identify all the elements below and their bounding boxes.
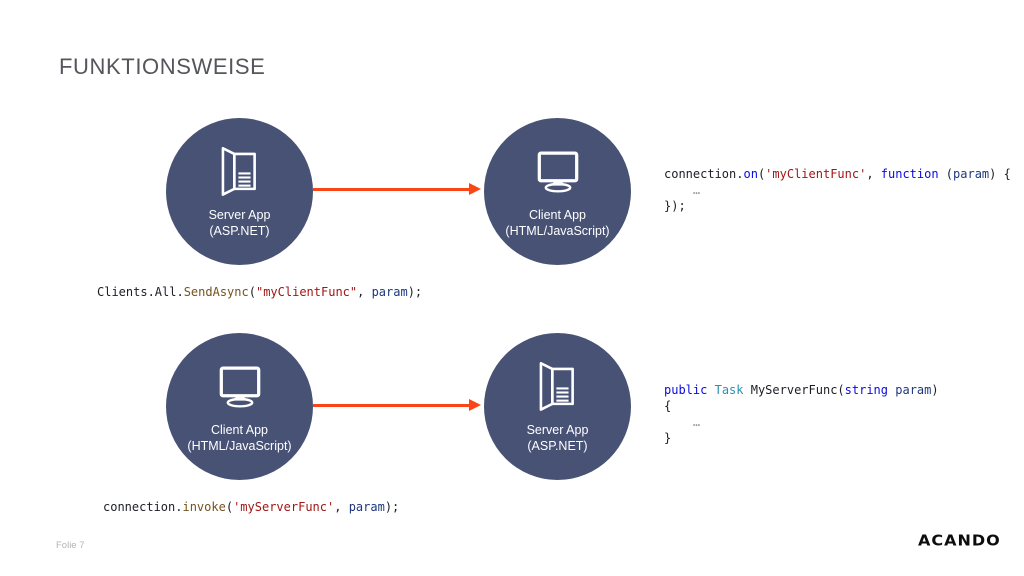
server-icon (221, 146, 256, 196)
node-label-line1: Client App (529, 207, 586, 222)
node-label-line1: Client App (211, 422, 268, 437)
arrow-server-to-client (313, 183, 481, 195)
code-server-method: public Task MyServerFunc(string param){ … (664, 383, 939, 445)
code-server-sendasync: Clients.All.SendAsync("myClientFunc", pa… (97, 285, 423, 299)
node-label-line2: (HTML/JavaScript) (187, 438, 292, 453)
node-label-line1: Server App (208, 207, 271, 222)
node-server-app-bottom: Server App (ASP.NET) (484, 333, 631, 480)
code-client-handler: connection.on('myClientFunc', function (… (664, 167, 1011, 213)
node-client-app-bottom: Client App (HTML/JavaScript) (166, 333, 313, 480)
acando-logo: ACANDO (918, 531, 1001, 550)
node-label-line2: (ASP.NET) (527, 438, 588, 453)
server-icon (539, 361, 574, 411)
node-client-app-top: Client App (HTML/JavaScript) (484, 118, 631, 265)
slide-number: Folie 7 (56, 540, 85, 551)
node-label-line2: (HTML/JavaScript) (505, 223, 610, 238)
monitor-icon (537, 151, 578, 193)
node-label-line2: (ASP.NET) (209, 223, 270, 238)
arrow-client-to-server (313, 399, 481, 411)
node-server-app-top: Server App (ASP.NET) (166, 118, 313, 265)
code-client-invoke: connection.invoke('myServerFunc', param)… (103, 500, 400, 514)
node-label-line1: Server App (526, 422, 589, 437)
monitor-icon (219, 366, 260, 408)
page-title: FUNKTIONSWEISE (59, 54, 266, 79)
